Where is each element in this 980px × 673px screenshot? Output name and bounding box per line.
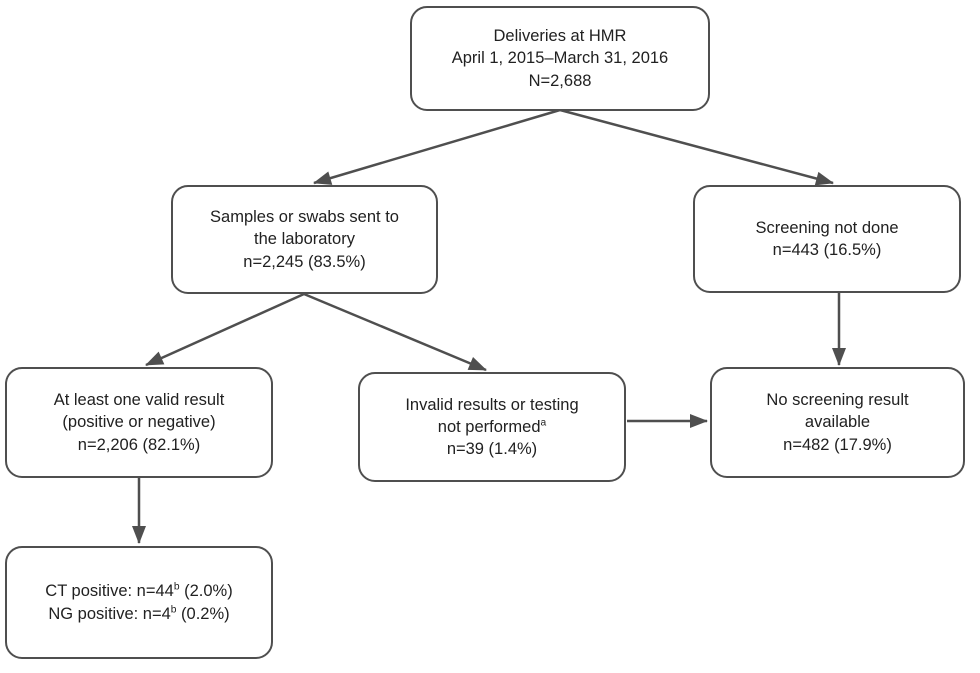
node-deliveries-line3: N=2,688	[528, 71, 592, 90]
node-noresult-line2: available	[804, 413, 871, 432]
node-deliveries-line2: April 1, 2015–March 31, 2016	[451, 49, 669, 68]
node-samples-line2: the laboratory	[254, 230, 355, 249]
node-noresult-line1: No screening result	[766, 391, 909, 410]
node-valid-line1: At least one valid result	[53, 391, 225, 410]
node-screening-line1: Screening not done	[755, 218, 899, 237]
node-positives-line1: CT positive: n=44b (2.0%)	[45, 580, 232, 602]
node-noresult-line3: n=482 (17.9%)	[783, 435, 892, 454]
footnote-marker-b: b	[173, 581, 180, 593]
arrow-samples-to-valid	[145, 292, 305, 367]
node-samples-to-lab: Samples or swabs sent to the laboratory …	[171, 185, 438, 294]
node-valid-result: At least one valid result (positive or n…	[5, 367, 273, 478]
node-invalid-line2: not performeda	[438, 416, 546, 438]
node-deliveries: Deliveries at HMR April 1, 2015–March 31…	[410, 6, 710, 111]
node-samples-line1: Samples or swabs sent to	[210, 208, 399, 227]
node-screening-not-done: Screening not done n=443 (16.5%)	[693, 185, 961, 293]
node-invalid-line3: n=39 (1.4%)	[446, 440, 538, 459]
node-deliveries-line1: Deliveries at HMR	[493, 27, 627, 46]
node-positives-line2-rest: (0.2%)	[176, 604, 230, 623]
footnote-marker-b: b	[170, 604, 177, 615]
node-invalid-results: Invalid results or testing not performed…	[358, 372, 626, 482]
node-screening-line2: n=443 (16.5%)	[772, 241, 882, 259]
node-samples-line3: n=2,245 (83.5%)	[243, 252, 366, 271]
node-valid-line2: (positive or negative)	[62, 413, 216, 432]
node-no-screening-result: No screening result available n=482 (17.…	[710, 367, 965, 478]
node-positives-line2: NG positive: n=4b (0.2%)	[48, 603, 229, 625]
node-invalid-line1: Invalid results or testing	[405, 395, 579, 414]
arrow-deliveries-to-screening	[559, 108, 834, 186]
node-invalid-line2-text: not performed	[437, 417, 541, 436]
footnote-marker-a: a	[540, 417, 547, 429]
arrow-samples-to-invalid	[303, 292, 487, 372]
node-ct-ng-positives: CT positive: n=44b (2.0%) NG positive: n…	[5, 546, 273, 659]
node-valid-line3: n=2,206 (82.1%)	[77, 435, 201, 454]
node-positives-line1-text: CT positive: n=44	[45, 582, 174, 601]
node-positives-line2-text: NG positive: n=4	[48, 604, 171, 623]
arrow-deliveries-to-samples	[313, 108, 561, 185]
node-positives-line1-rest: (2.0%)	[179, 582, 233, 601]
